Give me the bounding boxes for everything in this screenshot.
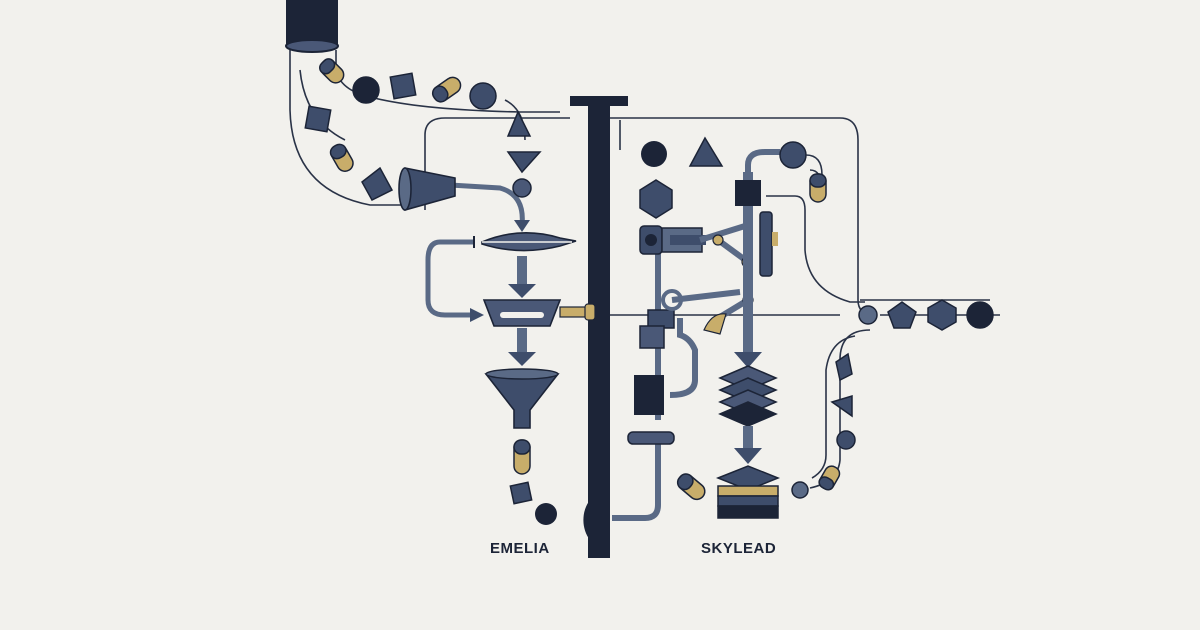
emelia-label: EMELIA: [490, 540, 550, 557]
right-conveyor-lines: [766, 169, 1000, 489]
output-items: [791, 173, 994, 499]
emelia-flow: [398, 167, 596, 525]
central-divider: [570, 96, 628, 558]
skylead-label: SKYLEAD: [701, 540, 777, 557]
input-pipe-mouth: [285, 0, 339, 53]
skylead-flow: [612, 136, 823, 521]
input-items: [304, 58, 542, 201]
